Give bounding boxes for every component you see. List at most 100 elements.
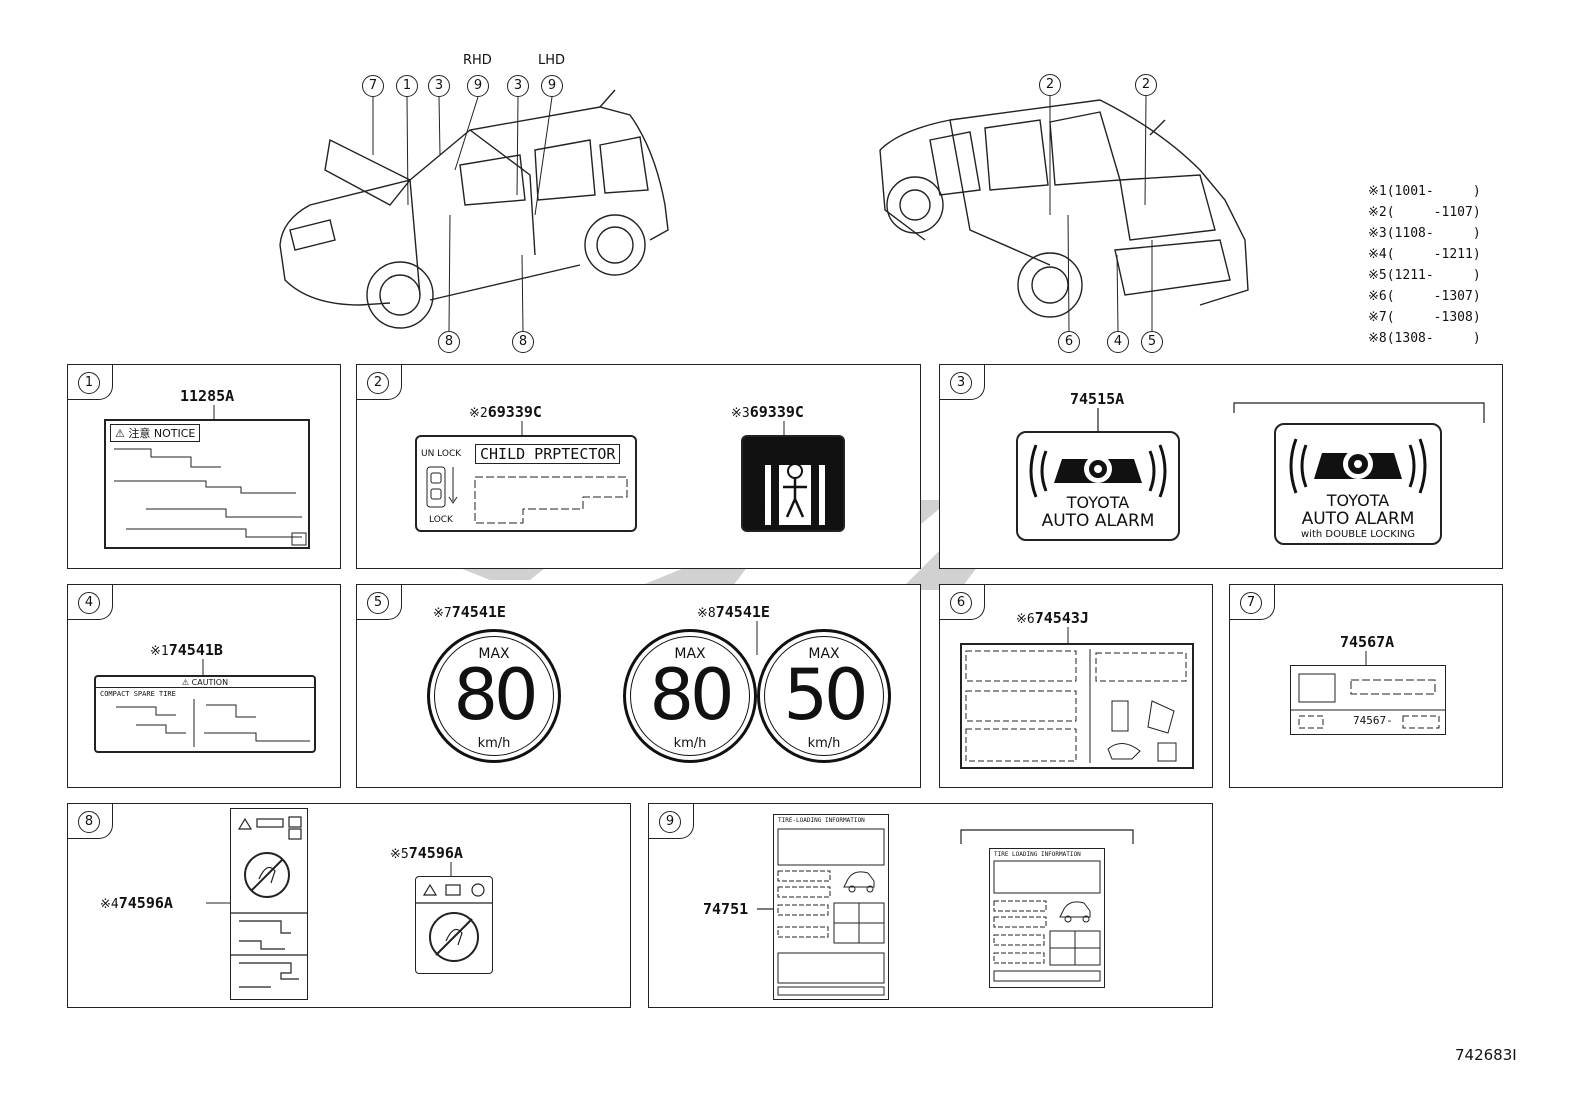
note-3: ※3(1108- ) [1368,226,1481,241]
panel-7-label-drawing: 74567- [1290,665,1446,735]
callout-rear-4: 4 [1107,331,1129,353]
panel-5-part-a: ※774541E [433,603,506,621]
speed-sign-50: MAX 50 km/h [757,629,891,763]
note-4: ※4( -1211) [1368,247,1481,262]
speed-80-value: 80 [453,654,538,736]
caution-text: ⚠ CAUTION [96,678,314,688]
note-7: ※7( -1308) [1368,310,1481,325]
panel-2-part-b: ※369339C [731,403,804,421]
rhd-label: RHD [463,53,492,68]
callout-front-3b: 3 [507,75,529,97]
speed-80b-max: MAX [674,646,706,662]
panel-2-part-a: ※269339C [469,403,542,421]
diagram-id: 742683I [1455,1046,1517,1064]
callout-rear-2a: 2 [1039,74,1061,96]
panel-3-part-number: 74515A [1070,390,1125,408]
alarm-b-auto-alarm-text: AUTO ALARM [1301,509,1415,529]
panel-5-index: 5 [367,592,389,614]
child-protector-label: UN LOCK LOCK CHILD PRPTECTOR [415,435,637,532]
panel-7-small-part: 74567- [1353,714,1393,727]
alarm-b-double-locking-text: with DOUBLE LOCKING [1300,529,1416,540]
airbag-label-small [415,876,493,974]
seat-label-drawing [960,643,1194,769]
panel-8-index: 8 [78,811,100,833]
lock-text: LOCK [429,515,453,525]
rear-car-drawing [879,99,1249,318]
callout-front-8a: 8 [438,331,460,353]
alarm-toyota-text: TOYOTA [1066,493,1130,512]
notice-title: ⚠ 注意 NOTICE [110,424,201,442]
compact-spare-text: COMPACT SPARE TIRE [100,690,176,698]
panel-7-part-number: 74567A [1340,633,1395,651]
callout-rear-5: 5 [1141,331,1163,353]
unlock-text: UN LOCK [421,449,462,459]
auto-alarm-label: TOYOTA AUTO ALARM [1016,431,1180,541]
callout-rear-2b: 2 [1135,74,1157,96]
speed-50-value: 50 [783,654,868,736]
speed-80-max: MAX [478,646,510,662]
front-car-view [270,55,690,355]
callout-front-1: 1 [396,75,418,97]
panel-4-spare-tire: 4 ※174541B ⚠ CAUTION COMPACT SPARE TIRE [67,584,341,788]
speed-sign-80-b: MAX 80 km/h [623,629,757,763]
child-lock-icon [749,440,825,525]
panel-8-part-a: ※474596A [100,894,173,912]
callout-front-8b: 8 [512,331,534,353]
panel-8-part-b: ※574596A [390,844,463,862]
panel-1-part-number: 11285A [180,387,235,405]
callout-front-3a: 3 [428,75,450,97]
panel-3-index: 3 [950,372,972,394]
panel-2-index: 2 [367,372,389,394]
tire-loading-label-b: TIRE LOADING INFORMATION [989,848,1105,988]
auto-alarm-double-locking-label: TOYOTA AUTO ALARM with DOUBLE LOCKING [1274,423,1442,545]
note-1: ※1(1001- ) [1368,184,1481,199]
alarm-sound-icon-b [1289,438,1427,494]
speed-80-unit: km/h [477,736,511,751]
lhd-label: LHD [538,53,566,68]
alarm-auto-alarm-text: AUTO ALARM [1041,511,1155,531]
alarm-sound-icon [1029,444,1167,498]
speed-80b-unit: km/h [673,736,707,751]
spare-tire-label: ⚠ CAUTION COMPACT SPARE TIRE [94,675,316,753]
panel-1-index: 1 [78,372,100,394]
panel-9-index: 9 [659,811,681,833]
tire-loading-title: TIRE-LOADING INFORMATION [778,817,865,824]
child-protector-text: CHILD PRPTECTOR [475,444,621,464]
panel-8-airbag-labels: 8 ※474596A ※574596A [67,803,631,1008]
rear-leader-lines [1049,95,1153,332]
panel-5-speed-labels: 5 ※774541E ※874541E MAX 80 km/h MAX 80 k… [356,584,921,788]
front-leader-lines [372,96,553,332]
panel-6-seat-label: 6 ※674543J [939,584,1213,788]
panel-2-child-protector: 2 ※269339C ※369339C UN LOCK LOCK CHILD P… [356,364,921,569]
alarm-b-toyota-text: TOYOTA [1326,491,1390,510]
note-5: ※5(1211- ) [1368,268,1481,283]
speed-sign-80: MAX 80 km/h [427,629,561,763]
panel-4-index: 4 [78,592,100,614]
panel-7-index: 7 [1240,592,1262,614]
callout-front-9a: 9 [467,75,489,97]
callout-front-7: 7 [362,75,384,97]
tire-loading-title-b: TIRE LOADING INFORMATION [994,851,1081,858]
note-8: ※8(1308- ) [1368,331,1481,346]
note-2: ※2( -1107) [1368,205,1481,220]
panel-6-part-number: ※674543J [1016,609,1089,627]
panel-7-label: 7 74567A 74567- [1229,584,1503,788]
panel-9-part-number: 74751 [703,900,749,918]
tire-loading-label: TIRE-LOADING INFORMATION [773,814,889,1000]
panel-4-part-number: ※174541B [150,641,223,659]
front-car-drawing [279,89,669,329]
callout-front-9b: 9 [541,75,563,97]
speed-80b-value: 80 [649,654,734,736]
speed-50-max: MAX [808,646,840,662]
airbag-label-tall [230,808,308,1000]
speed-50-unit: km/h [807,736,841,751]
notice-label-drawing: ⚠ 注意 NOTICE [104,419,310,549]
rear-car-view [870,90,1260,330]
panel-5-part-b: ※874541E [697,603,770,621]
note-6: ※6( -1307) [1368,289,1481,304]
date-notes: ※1(1001- ) ※2( -1107) ※3(1108- ) ※4( -12… [1368,181,1481,349]
child-protector-icon-label [741,435,845,532]
panel-9-tire-loading: 9 74751 TIRE-LOADING INFORMATION [648,803,1213,1008]
panel-3-auto-alarm: 3 74515A TOYOTA AUTO ALARM [939,364,1503,569]
panel-1-notice-label: 1 11285A ⚠ 注意 NOTICE [67,364,341,569]
